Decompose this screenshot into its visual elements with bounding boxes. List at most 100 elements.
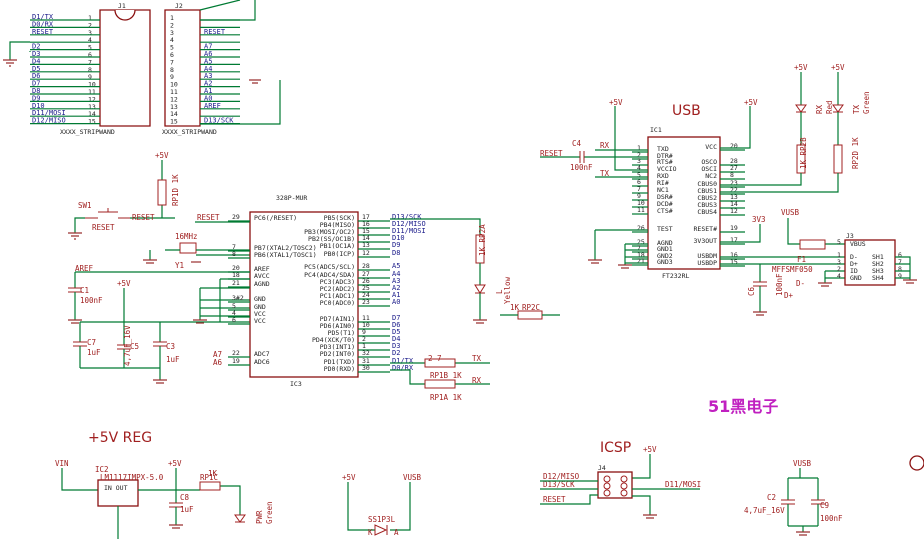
j2-net-label: A5: [204, 57, 212, 65]
icsp-header-j4: J4: [597, 464, 633, 499]
ic3-pin-label: PD0(RXD): [324, 365, 355, 373]
c2-ref: C2: [767, 493, 776, 502]
fuse-value: MFFSMF050: [772, 265, 813, 274]
j2-pin-number: 3: [170, 29, 174, 37]
ic1-pin-number: 1: [637, 144, 641, 152]
rp2d-label: RP2D 1K: [851, 137, 860, 169]
ic2-value: LM1117IMPX-5.0: [100, 473, 164, 482]
j2-pin-number: 11: [170, 88, 178, 96]
j1-pin-number: 14: [88, 110, 96, 118]
j2-pin-number: 7: [170, 58, 174, 66]
ic3-pin-number: 1: [362, 342, 366, 350]
ic3-pin-number: 19: [232, 357, 240, 365]
vusb-label-caps: VUSB: [793, 459, 812, 468]
ic3-pin-number: 3#2: [232, 294, 244, 302]
led-rx-color: Red: [825, 100, 834, 114]
j2-pin-number: 6: [170, 51, 174, 59]
j1-net-label: D9: [32, 94, 40, 102]
ic3-net-label: D12/MISO: [392, 220, 426, 228]
ic1-pin-label: CBUS1: [697, 187, 717, 195]
d-minus-net: D-: [796, 279, 805, 288]
ic3-pin-label: ADC7: [254, 350, 270, 358]
ic1-pin-number: 5: [637, 171, 641, 179]
ic1-pin-label: 3V3OUT: [694, 237, 718, 245]
ic2-ref: IC2: [95, 465, 109, 474]
ic1-pin-number: 14: [730, 200, 738, 208]
j1-pin-number: 3: [88, 29, 92, 37]
ic3-pin-label: PC2(ADC2): [320, 285, 355, 293]
ic3-pin-number: 29: [232, 213, 240, 221]
reset-net-1: RESET: [132, 213, 155, 222]
led-yellow-ref: L: [495, 289, 504, 294]
ic1-pin-label: RXD: [657, 172, 669, 180]
ic3-net-label: D1/TX: [392, 357, 414, 365]
j3-pin-number: 1: [837, 251, 841, 259]
ic3-net-label: D10: [392, 234, 405, 242]
reset-net-2: RESET: [197, 213, 220, 222]
rp1c-value: 1K: [208, 469, 218, 478]
ic3-pin-number: 14: [362, 234, 370, 242]
p5v-label-txled: +5V: [831, 63, 845, 72]
j2-net-label: A4: [204, 65, 212, 73]
rp1b-pins: 2 7: [428, 354, 442, 363]
header-j1: J1 XXXX_STRIPWAND 1D1/TX2D0/RX3RESET45D2…: [30, 2, 151, 136]
ic3-pin-label: PD6(AIN0): [320, 322, 355, 330]
p5v-label-diode: +5V: [342, 473, 356, 482]
j1-pin-number: 6: [88, 51, 92, 59]
ic3-pin-number: 22: [232, 349, 240, 357]
j3-pin-label: SH1: [872, 253, 884, 261]
ic1-pin-label: RESET#: [694, 225, 718, 233]
rx-net-usb: RX: [600, 141, 610, 150]
j3-ref: J3: [846, 232, 854, 240]
ic1-pin-label: CBUS3: [697, 201, 717, 209]
ic3-pin-label: GND: [254, 295, 266, 303]
c7-ref: C7: [87, 338, 96, 347]
j1-net-label: RESET: [32, 28, 54, 36]
brand-watermark: 51黑电子: [708, 397, 778, 416]
j1-net-label: D5: [32, 65, 40, 73]
j3-pin-label: ID: [850, 267, 858, 275]
ic3-net-label: D4: [392, 335, 400, 343]
ic1-pin-number: 17: [730, 236, 738, 244]
ic3-name: 328P-MUR: [276, 194, 307, 202]
vusb-label-diode: VUSB: [403, 473, 422, 482]
p5v-label-usb-2: +5V: [744, 98, 758, 107]
j2-pin-number: 8: [170, 66, 174, 74]
c3-ref: C3: [166, 342, 175, 351]
ic1-pin-number: 23: [730, 179, 738, 187]
ic3-pin-label: PD5(T1): [328, 329, 355, 337]
j3-pin-label: GND: [850, 274, 862, 282]
j2-pin-number: 1: [170, 14, 174, 22]
j1-net-label: D10: [32, 102, 45, 110]
j3-pin-number: 3: [837, 258, 841, 266]
j1-net-label: D4: [32, 57, 40, 65]
ic1-pin-label: AGND: [657, 239, 673, 247]
vin-label: VIN: [55, 459, 69, 468]
ic1-pin-number: 3: [637, 157, 641, 165]
ic3-net-label: D2: [392, 349, 400, 357]
p5v-label-usb-1: +5V: [609, 98, 623, 107]
rp2b-label: 1K RP2B: [799, 137, 808, 169]
ic1-pin-number: 28: [730, 157, 738, 165]
j3-pin-label: D+: [850, 260, 858, 268]
j3-pin-number: 4: [837, 272, 841, 280]
reset-net-usb: RESET: [540, 149, 563, 158]
ic3-net-label: A1: [392, 291, 400, 299]
p5v-label-reg: +5V: [168, 459, 182, 468]
j1-net-label: D12/MISO: [32, 117, 66, 125]
ic1-pin-number: 8: [730, 171, 734, 179]
ic3-pin-label: PC3(ADC3): [320, 278, 355, 286]
j2-net-label: D13/SCK: [204, 117, 234, 125]
ic1-pin-number: 2: [637, 151, 641, 159]
icsp-net-mosi: D11/MOSI: [665, 480, 701, 489]
icsp-net-reset: RESET: [543, 495, 566, 504]
ic1-pin-label: VCC: [705, 143, 717, 151]
c6-ref: C6: [747, 286, 756, 296]
c1-ref: C1: [80, 286, 89, 295]
ic3-pin-label: PB5(SCK): [324, 214, 355, 222]
ic2-pins: IN OUT: [104, 484, 128, 492]
rp1b-label: RP1B 1K: [430, 371, 462, 380]
c8-value: 1uF: [180, 505, 194, 514]
ic1-pin-number: 7: [637, 185, 641, 193]
